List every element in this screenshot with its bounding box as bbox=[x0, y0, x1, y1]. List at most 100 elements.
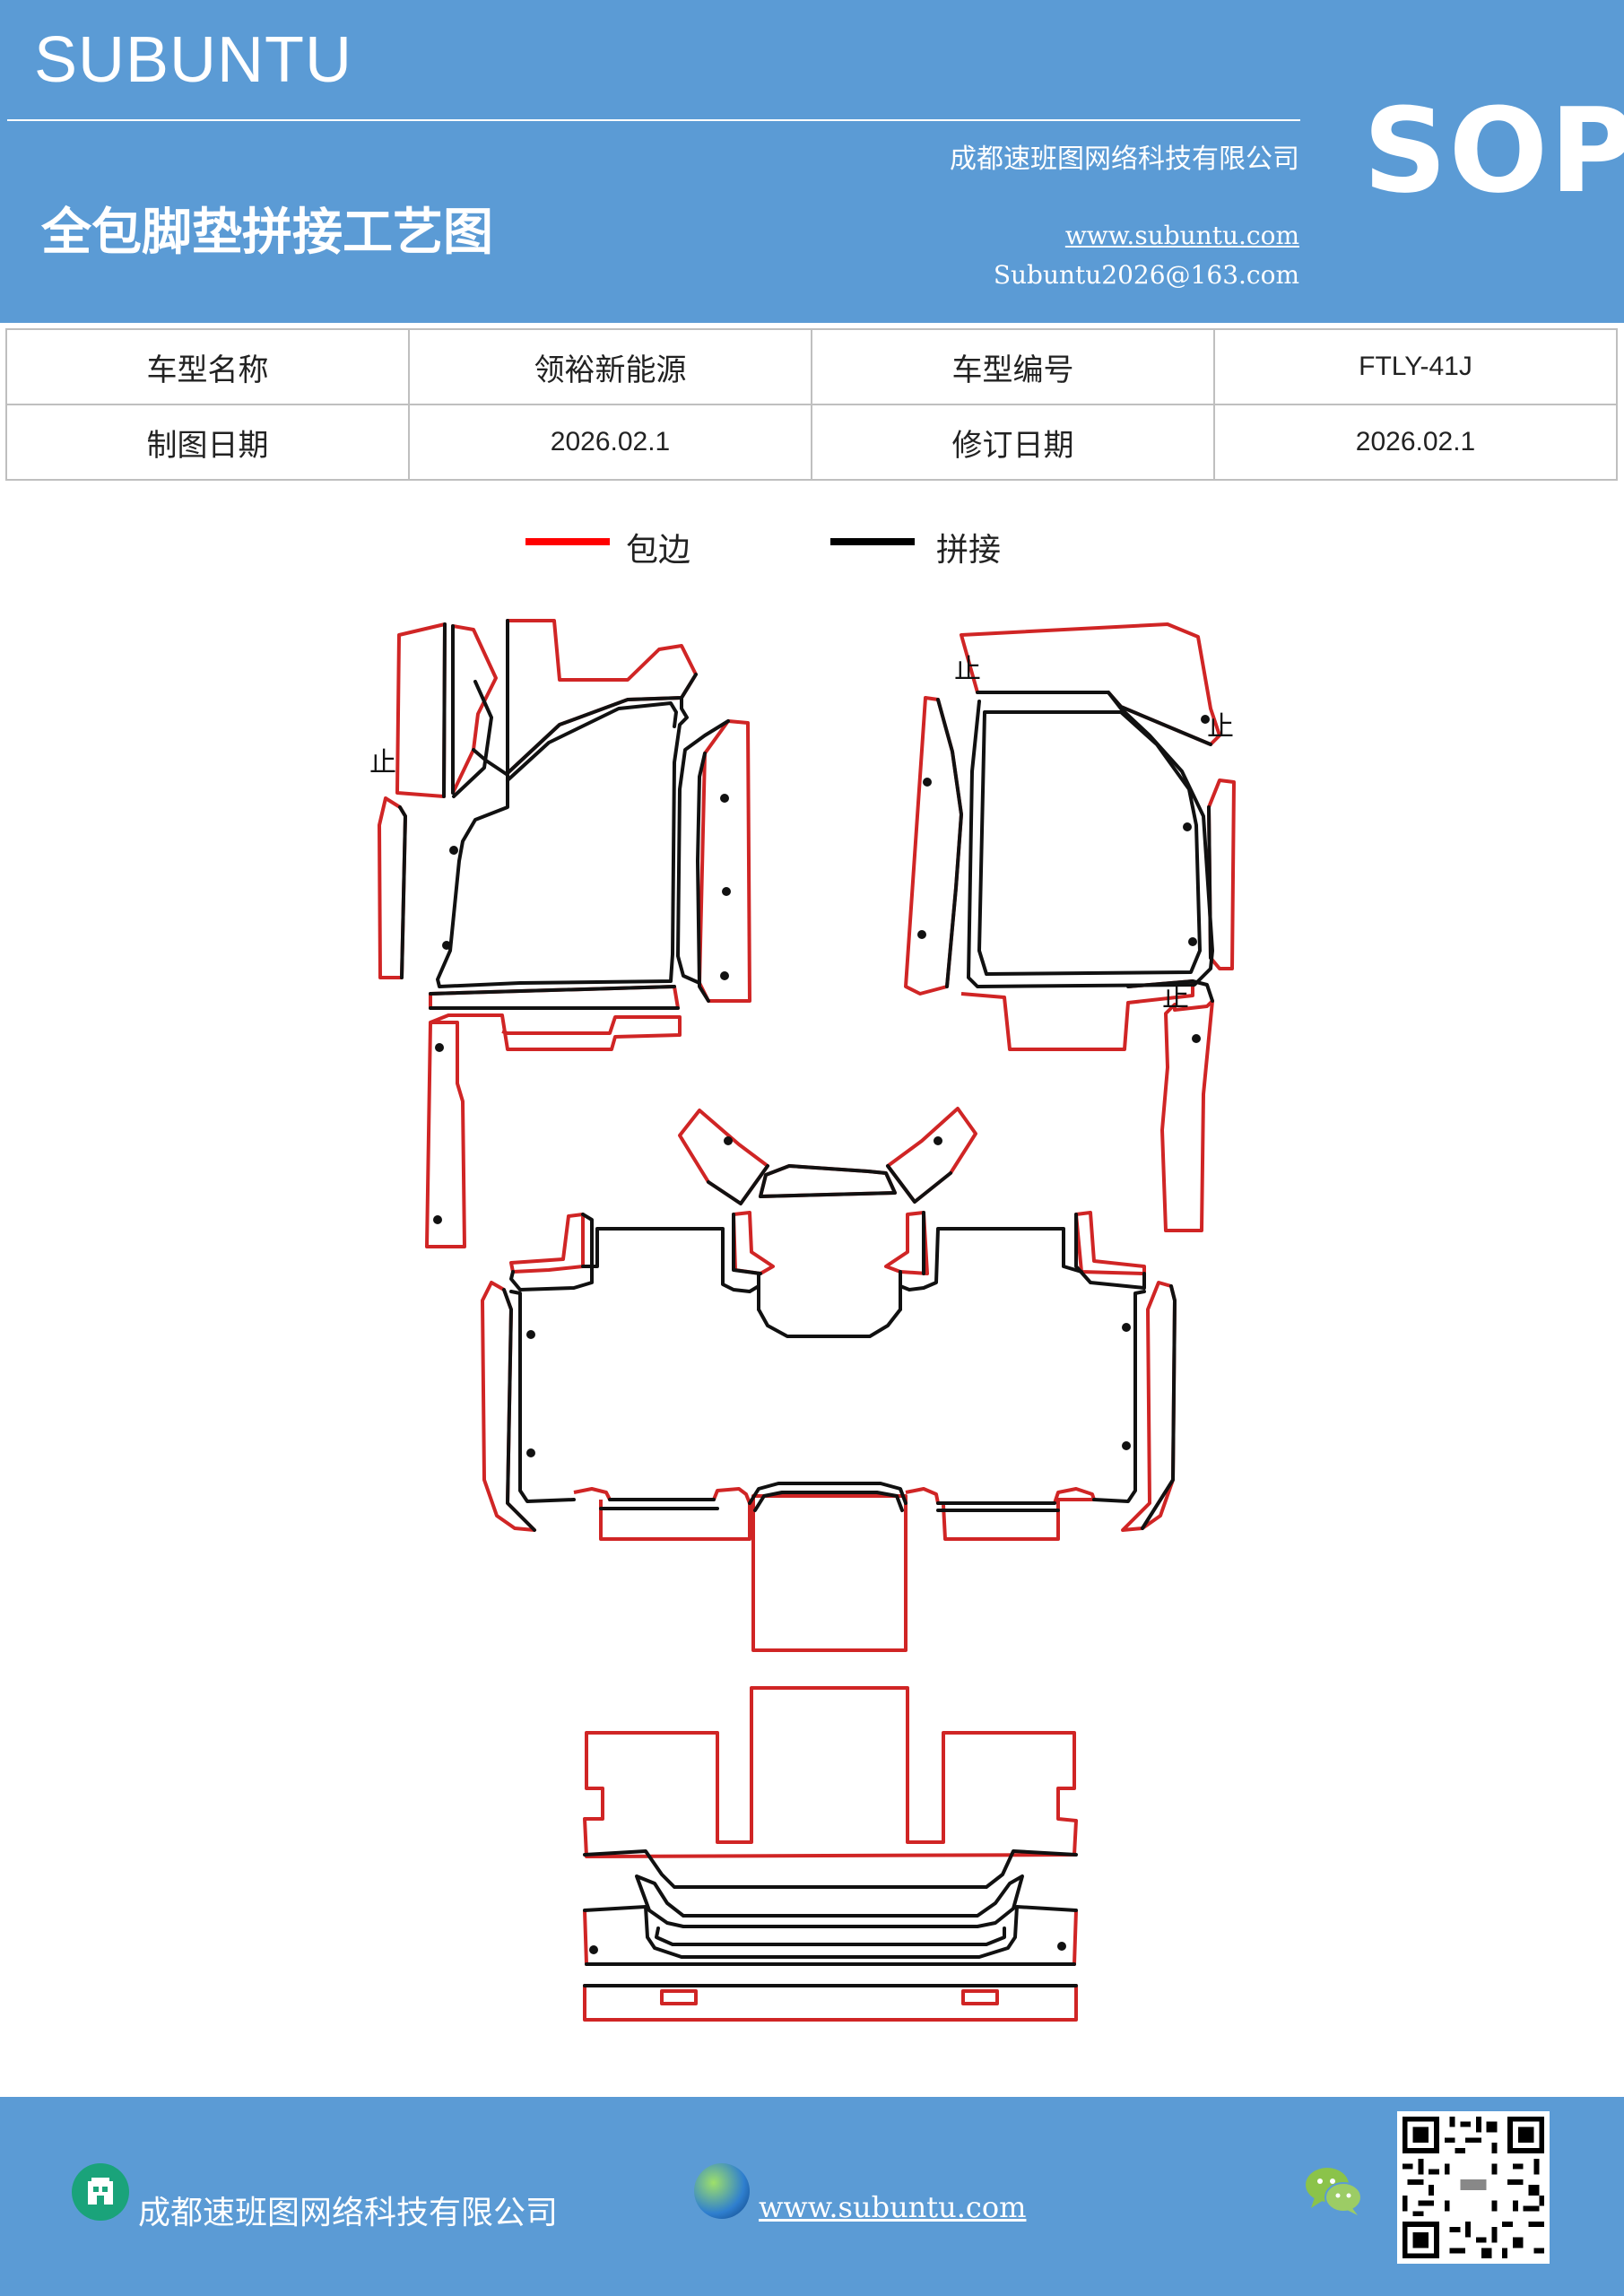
hole-dot bbox=[1122, 1323, 1131, 1332]
mat-piece bbox=[732, 1211, 775, 1275]
hole-dot bbox=[433, 1215, 442, 1224]
seam-line bbox=[599, 1498, 1060, 1512]
hole-dot bbox=[1122, 1441, 1131, 1450]
seam-line bbox=[748, 1482, 908, 1512]
qr-code[interactable] bbox=[1397, 2111, 1550, 2264]
seam-line bbox=[1207, 805, 1212, 960]
seam-line bbox=[509, 1290, 1146, 1503]
hole-dot bbox=[1183, 822, 1192, 831]
footer-website-link[interactable]: www.subuntu.com bbox=[759, 2190, 1027, 2224]
seam-line bbox=[583, 1849, 1078, 1889]
mat-piece bbox=[1121, 1281, 1177, 1532]
table-cell: 修订日期 bbox=[811, 404, 1215, 481]
mat-piece bbox=[960, 979, 1194, 1051]
seam-line bbox=[732, 1213, 762, 1275]
website-link[interactable]: www.subuntu.com bbox=[1064, 221, 1299, 250]
hole-dot bbox=[720, 794, 729, 803]
globe-icon bbox=[694, 2163, 750, 2219]
stop-markers: 止 止 止 止 bbox=[369, 654, 1234, 1013]
edge-outlines bbox=[378, 619, 1236, 2022]
hole-dot bbox=[1192, 1034, 1201, 1043]
hole-dot bbox=[923, 778, 932, 787]
hole-dot bbox=[720, 971, 729, 980]
seam-line bbox=[936, 698, 963, 988]
seam-line bbox=[506, 619, 698, 775]
mat-piece bbox=[904, 696, 963, 996]
seam-line bbox=[398, 805, 407, 979]
seam-line bbox=[757, 1270, 902, 1311]
hole-dot bbox=[722, 887, 731, 896]
mat-piece bbox=[425, 1021, 466, 1248]
stop-marker: 止 bbox=[954, 654, 981, 685]
seam-line bbox=[676, 719, 730, 985]
seam-line bbox=[696, 752, 710, 1003]
hole-markers bbox=[433, 715, 1210, 1954]
building-icon bbox=[72, 2163, 129, 2221]
stop-marker: 止 bbox=[369, 747, 396, 778]
seam-outlines bbox=[398, 619, 1214, 1987]
mat-piece bbox=[884, 1211, 929, 1275]
legend: 包边 拼接 bbox=[0, 527, 1624, 572]
vehicle-info-table: 车型名称 领裕新能源 车型编号 FTLY-41J 制图日期 2026.02.1 … bbox=[5, 328, 1618, 481]
hole-dot bbox=[526, 1448, 535, 1457]
table-row: 制图日期 2026.02.1 修订日期 2026.02.1 bbox=[5, 404, 1618, 481]
brand-name: SUBUNTU bbox=[34, 24, 353, 96]
seam-line bbox=[759, 1164, 897, 1198]
mat-piece bbox=[961, 1989, 999, 2005]
sop-badge: SOP bbox=[1363, 83, 1624, 219]
seam-line bbox=[442, 622, 447, 798]
mat-piece bbox=[573, 1487, 751, 1541]
legend-label-seam: 拼接 bbox=[936, 532, 1002, 569]
hole-dot bbox=[589, 1945, 598, 1954]
table-cell: 制图日期 bbox=[5, 404, 410, 481]
hole-dot bbox=[1188, 937, 1197, 946]
stop-marker: 止 bbox=[1207, 711, 1234, 743]
hole-dot bbox=[526, 1330, 535, 1339]
header-divider bbox=[7, 119, 1300, 121]
seam-line bbox=[429, 985, 680, 1010]
mat-piece bbox=[395, 622, 447, 798]
seam-line bbox=[581, 1227, 1083, 1338]
seam-line bbox=[502, 1288, 536, 1532]
floor-mat-diagram: 止 止 止 止 bbox=[369, 619, 1236, 2022]
hole-dot bbox=[442, 941, 451, 950]
mat-piece bbox=[698, 719, 751, 1003]
hole-dot bbox=[724, 1136, 733, 1145]
seam-line bbox=[886, 1164, 952, 1204]
seam-line bbox=[977, 710, 1202, 976]
hole-dot bbox=[934, 1136, 942, 1145]
seam-line bbox=[506, 701, 678, 782]
seam-line bbox=[583, 1962, 1078, 1987]
mat-piece bbox=[509, 1213, 585, 1274]
header-banner: SUBUNTU 成都速班图网络科技有限公司 全包脚垫拼接工艺图 www.subu… bbox=[0, 0, 1624, 323]
mat-piece bbox=[583, 1686, 1078, 1858]
mat-piece bbox=[678, 1109, 769, 1205]
mat-piece bbox=[583, 1984, 1078, 2022]
mat-piece bbox=[905, 1487, 1096, 1541]
mat-piece bbox=[1160, 999, 1214, 1232]
table-cell: 2026.02.1 bbox=[408, 404, 812, 481]
table-cell: 车型名称 bbox=[5, 328, 410, 405]
email-address: Subuntu2026@163.com bbox=[993, 260, 1299, 290]
seam-line bbox=[655, 1926, 1006, 1946]
mat-piece bbox=[430, 1013, 682, 1051]
mat-piece bbox=[1074, 1211, 1146, 1275]
seam-line bbox=[1074, 1213, 1146, 1290]
mat-piece bbox=[960, 622, 1221, 746]
seam-line bbox=[583, 1905, 1078, 1959]
legend-label-edge: 包边 bbox=[626, 532, 691, 569]
page-title: 全包脚垫拼接工艺图 bbox=[41, 204, 493, 262]
seam-line bbox=[967, 691, 1214, 988]
seam-line bbox=[436, 680, 689, 988]
hole-dot bbox=[449, 846, 458, 855]
table-cell: 领裕新能源 bbox=[408, 328, 812, 405]
seam-line bbox=[707, 1164, 769, 1205]
legend-swatch-seam bbox=[830, 538, 915, 545]
seam-line bbox=[1141, 1284, 1177, 1530]
seam-line bbox=[1126, 979, 1214, 1003]
seam-line bbox=[976, 691, 1212, 746]
mat-piece bbox=[751, 1494, 908, 1652]
hole-dot bbox=[917, 930, 926, 939]
seam-line bbox=[509, 1213, 594, 1292]
wechat-icon[interactable] bbox=[1302, 2163, 1365, 2217]
